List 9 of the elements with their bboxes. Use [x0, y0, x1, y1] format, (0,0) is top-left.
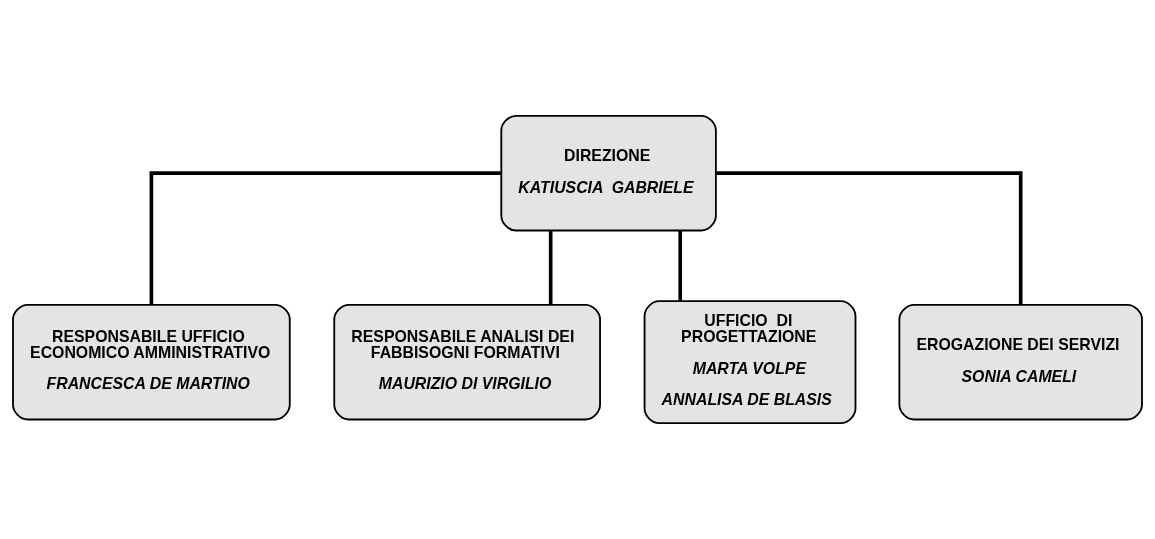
- node-box: RESPONSABILE UFFICIO ECONOMICO AMMINISTRATIVO FRANCESCA DE MARTINO: [12, 303, 291, 421]
- connector: [716, 171, 1023, 305]
- connector: [548, 230, 553, 305]
- node-box: UFFICIO DI PROGETTAZIONE MARTA VOLPE ANNALISA DE BLASIS: [643, 300, 857, 425]
- node-box: EROGAZIONE DEI SERVIZI SONIA CAMELI: [898, 303, 1143, 421]
- connector: [678, 230, 683, 302]
- node-box: DIREZIONE KATIUSCIA GABRIELE: [500, 114, 717, 232]
- connector: [149, 171, 501, 305]
- node-box: RESPONSABILE ANALISI DEI FABBISOGNI FORMATIVI MAURIZIO DI VIRGILIO: [333, 303, 601, 421]
